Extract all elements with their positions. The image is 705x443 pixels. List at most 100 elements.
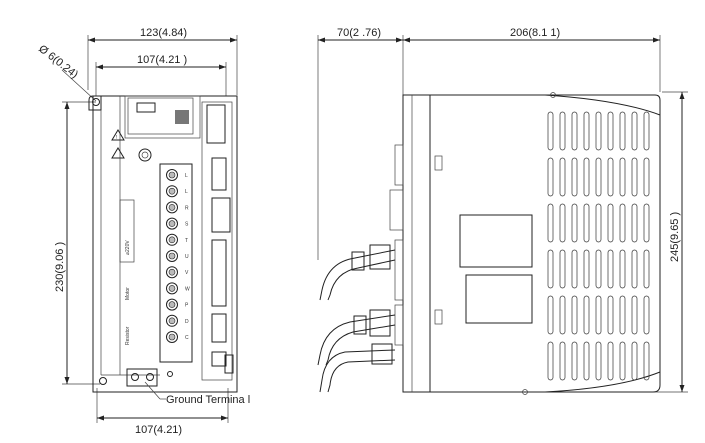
vent-slot <box>595 111 602 151</box>
dim-side-depth: 70(2 .76) 206(8.1 1) <box>317 27 661 260</box>
vent-slot <box>643 111 650 151</box>
ground-terminal <box>126 368 158 387</box>
dim-front-height-label: 230(9.06 ) <box>54 242 66 292</box>
terminal-letter: S <box>185 222 189 228</box>
terminal-screw-head <box>168 252 176 260</box>
vent-slot <box>571 341 578 381</box>
dim-side-height: 245(9.65 ) <box>640 91 688 393</box>
dim-hole-diameter: Ø 6(0.24) <box>36 43 97 102</box>
terminal-letter: V <box>185 270 189 276</box>
dim-front-bottom-width-label: 107(4.21) <box>135 424 182 436</box>
vent-slot <box>631 249 638 289</box>
vent-slot <box>571 157 578 197</box>
vent-slot <box>559 295 566 335</box>
terminal-screw-head <box>168 220 176 227</box>
vent-slot <box>571 203 578 243</box>
terminal-screw-head <box>168 187 176 195</box>
vent-slot <box>595 295 602 335</box>
dim-hole-diameter-label: Ø 6(0.24) <box>36 43 80 81</box>
vent-slot <box>583 341 590 381</box>
vent-slot <box>559 111 566 151</box>
display-window <box>175 110 189 124</box>
vent-slot <box>607 341 614 381</box>
connector-cn5 <box>211 197 231 233</box>
vent-slot <box>607 203 614 243</box>
terminal-screw-head <box>168 204 176 211</box>
vent-slot <box>547 249 554 289</box>
vent-slot <box>547 295 554 335</box>
dim-side-depth-front-label: 70(2 .76) <box>337 27 381 39</box>
vent-slot <box>643 249 650 289</box>
terminal-block <box>159 163 193 363</box>
side-label-plate-upper <box>459 214 533 268</box>
vent-slot <box>607 249 614 289</box>
terminal-screw-head <box>168 317 176 325</box>
vent-slot <box>595 203 602 243</box>
vent-slot <box>583 295 590 335</box>
vent-slot <box>595 341 602 381</box>
vent-slot <box>631 203 638 243</box>
connector-cn3 <box>206 104 226 144</box>
warning-icon <box>111 129 125 141</box>
dim-front-total-width: 123(4.84) <box>87 27 238 95</box>
vent-slot <box>583 157 590 197</box>
terminal-screw-head <box>168 171 176 179</box>
side-label-plate-lower <box>465 274 533 324</box>
mounting-hole-top <box>92 98 100 106</box>
vent-slot <box>547 341 554 381</box>
vent-slot <box>631 111 638 151</box>
vent-slot <box>643 157 650 197</box>
terminal-screw-head <box>168 285 176 292</box>
connector-cn2 <box>211 313 227 343</box>
vent-slot <box>619 203 626 243</box>
vent-slot <box>607 295 614 335</box>
dim-side-height-label: 245(9.65 ) <box>669 212 681 262</box>
terminal-screw-head <box>168 236 176 244</box>
terminal-letter: R <box>185 205 189 211</box>
terminal-screw-head <box>168 333 176 341</box>
vent-slot <box>559 203 566 243</box>
connector-cn4 <box>211 157 227 191</box>
vent-slots <box>547 111 650 381</box>
dim-side-depth-rear-label: 206(8.1 1) <box>510 27 560 39</box>
side-view: 70(2 .76) 206(8.1 1) 245(9.65 ) <box>317 27 688 395</box>
terminal-letter: W <box>185 286 190 292</box>
warning-icon-2 <box>111 147 125 159</box>
resistor-label: Resistor <box>125 326 131 345</box>
dim-front-inner-width: 107(4.21 ) <box>95 54 227 96</box>
front-view: 123(4.84) 107(4.21 ) Ø 6(0.24) 230(9.06 … <box>36 27 250 436</box>
dim-front-total-width-label: 123(4.84) <box>140 27 187 39</box>
vent-slot <box>643 295 650 335</box>
vent-slot <box>547 203 554 243</box>
dim-front-inner-width-label: 107(4.21 ) <box>137 54 187 66</box>
dim-front-height: 230(9.06 ) <box>54 101 100 385</box>
vent-slot <box>631 295 638 335</box>
vent-slot <box>583 111 590 151</box>
vent-slot <box>559 249 566 289</box>
mounting-hole-bottom <box>99 377 107 385</box>
vent-slot <box>595 157 602 197</box>
ground-terminal-callout: Ground Termina l <box>144 381 250 406</box>
svg-text:!: ! <box>116 135 117 141</box>
vent-slot <box>595 249 602 289</box>
terminal-screw-head <box>168 301 176 308</box>
motor-label: Motor <box>125 287 131 300</box>
vent-slot <box>631 157 638 197</box>
vent-slot <box>619 341 626 381</box>
vent-slot <box>559 157 566 197</box>
knob-icon <box>138 148 152 162</box>
terminal-letter: D <box>185 319 189 325</box>
vent-slot <box>571 249 578 289</box>
vent-slot <box>619 111 626 151</box>
terminal-letter: T <box>185 238 188 244</box>
vent-slot <box>619 157 626 197</box>
vent-slot <box>619 295 626 335</box>
terminal-letter: C <box>185 335 189 341</box>
terminal-letter: L <box>185 173 188 179</box>
vent-slot <box>583 249 590 289</box>
vent-slot <box>571 295 578 335</box>
vent-slot <box>643 203 650 243</box>
terminal-letter: L <box>185 189 188 195</box>
voltage-label: ⌀220V <box>125 240 131 255</box>
